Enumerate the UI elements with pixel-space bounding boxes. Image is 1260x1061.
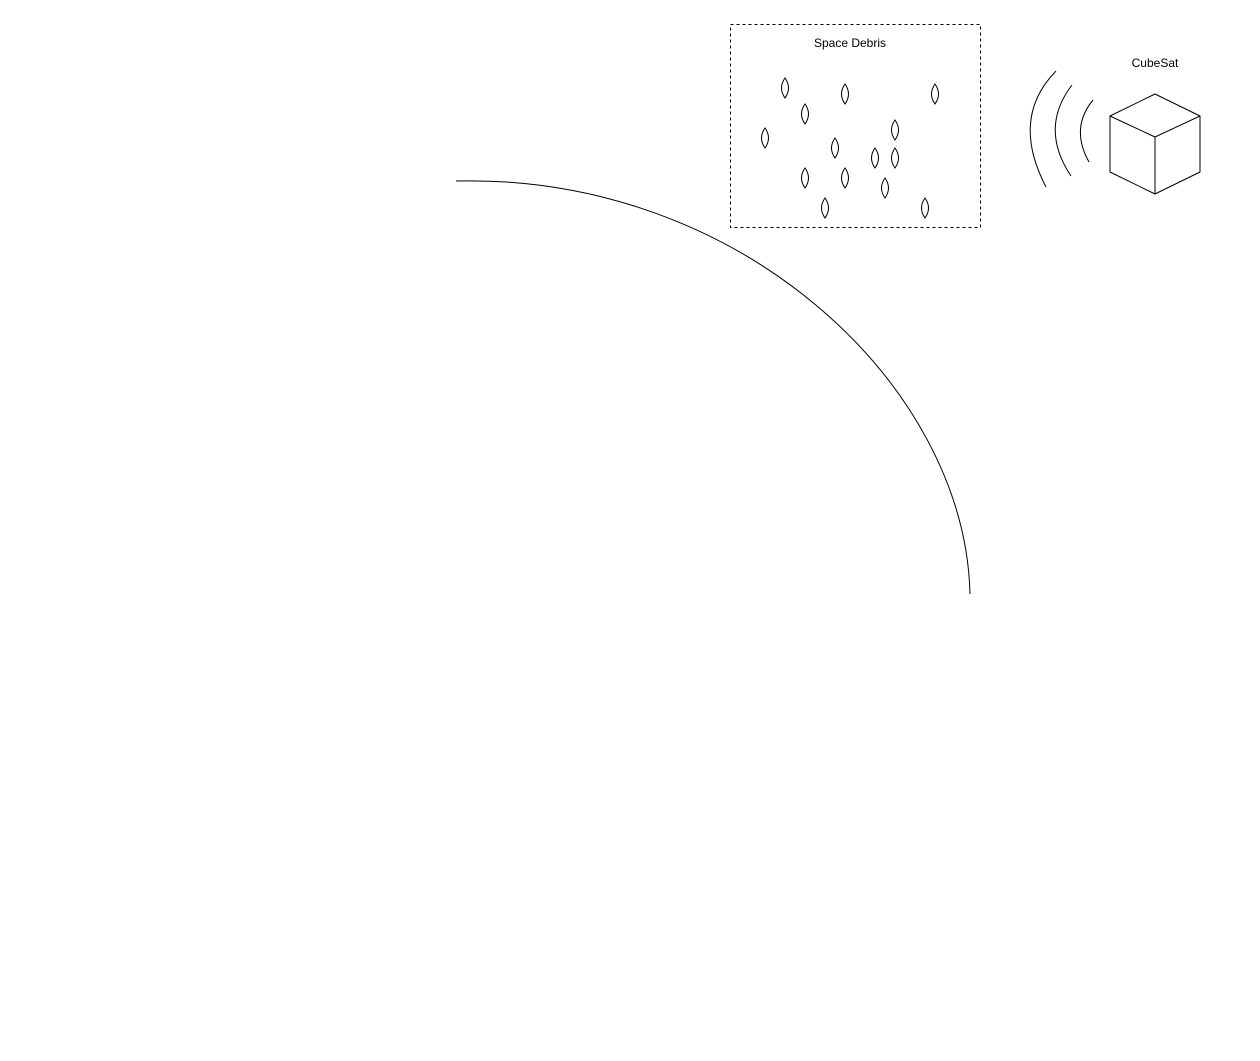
signal-wave-outer bbox=[1029, 70, 1057, 188]
debris-piece bbox=[821, 197, 829, 219]
signal-wave-middle bbox=[1054, 84, 1073, 177]
debris-piece bbox=[801, 103, 809, 125]
debris-field-label: Space Debris bbox=[814, 36, 886, 50]
debris-piece bbox=[831, 137, 839, 159]
earth-horizon-arc bbox=[455, 180, 971, 595]
debris-piece bbox=[881, 177, 889, 199]
debris-piece bbox=[891, 119, 899, 141]
debris-piece bbox=[801, 167, 809, 189]
cubesat: CubeSat bbox=[1109, 56, 1201, 195]
debris-piece bbox=[841, 83, 849, 105]
debris-piece bbox=[761, 127, 769, 149]
debris-pieces bbox=[761, 77, 939, 219]
signal-wave-inner bbox=[1079, 99, 1094, 163]
debris-piece bbox=[931, 83, 939, 105]
debris-field-boundary bbox=[730, 24, 981, 228]
cubesat-cube-icon bbox=[1109, 93, 1201, 195]
debris-piece bbox=[841, 167, 849, 189]
debris-field: Space Debris bbox=[730, 24, 981, 228]
debris-piece bbox=[781, 77, 789, 99]
signal-waves bbox=[1029, 70, 1094, 188]
cubesat-label: CubeSat bbox=[1132, 56, 1179, 70]
debris-piece bbox=[921, 197, 929, 219]
debris-piece bbox=[891, 147, 899, 169]
debris-piece bbox=[871, 147, 879, 169]
